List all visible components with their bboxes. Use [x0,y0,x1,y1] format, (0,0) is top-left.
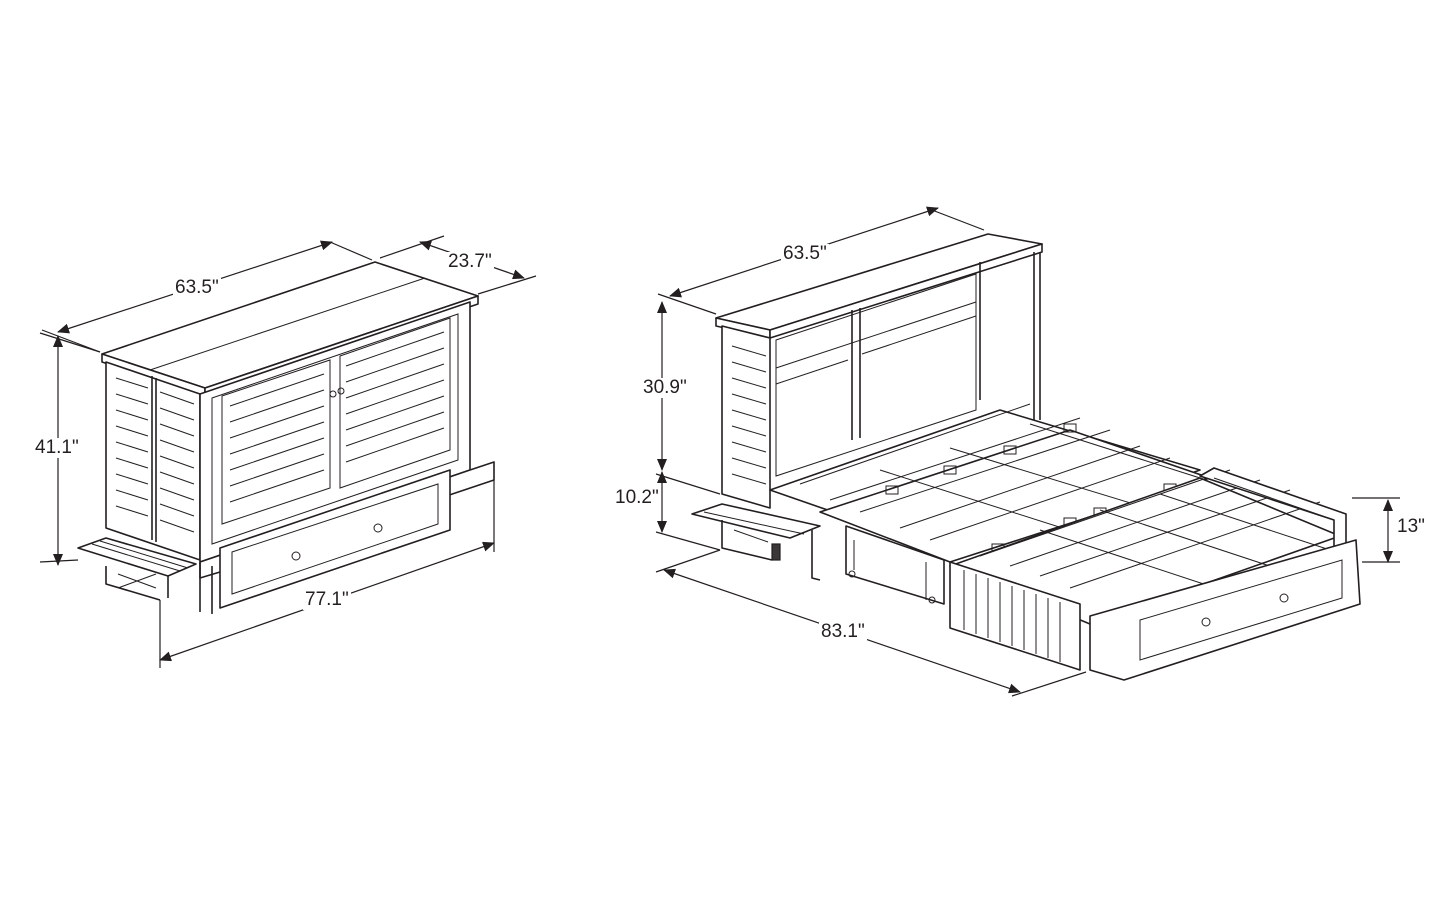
open-side-height-label: 10.2" [613,487,661,508]
side-slats [115,376,195,542]
closed-cabinet-drawing [77,261,495,614]
closed-depth-label: 23.7" [446,251,494,272]
open-length-label: 83.1" [819,621,867,642]
open-headboard-height-label: 30.9" [641,377,689,398]
cabinet-doors [221,317,451,525]
closed-height-label: 41.1" [33,437,81,458]
open-bed-drawing [691,233,1361,681]
open-width-label: 63.5" [781,243,829,264]
closed-width-label: 63.5" [173,277,221,298]
open-footboard-height-label: 13" [1395,516,1427,537]
closed-open-length-label: 77.1" [303,589,351,610]
